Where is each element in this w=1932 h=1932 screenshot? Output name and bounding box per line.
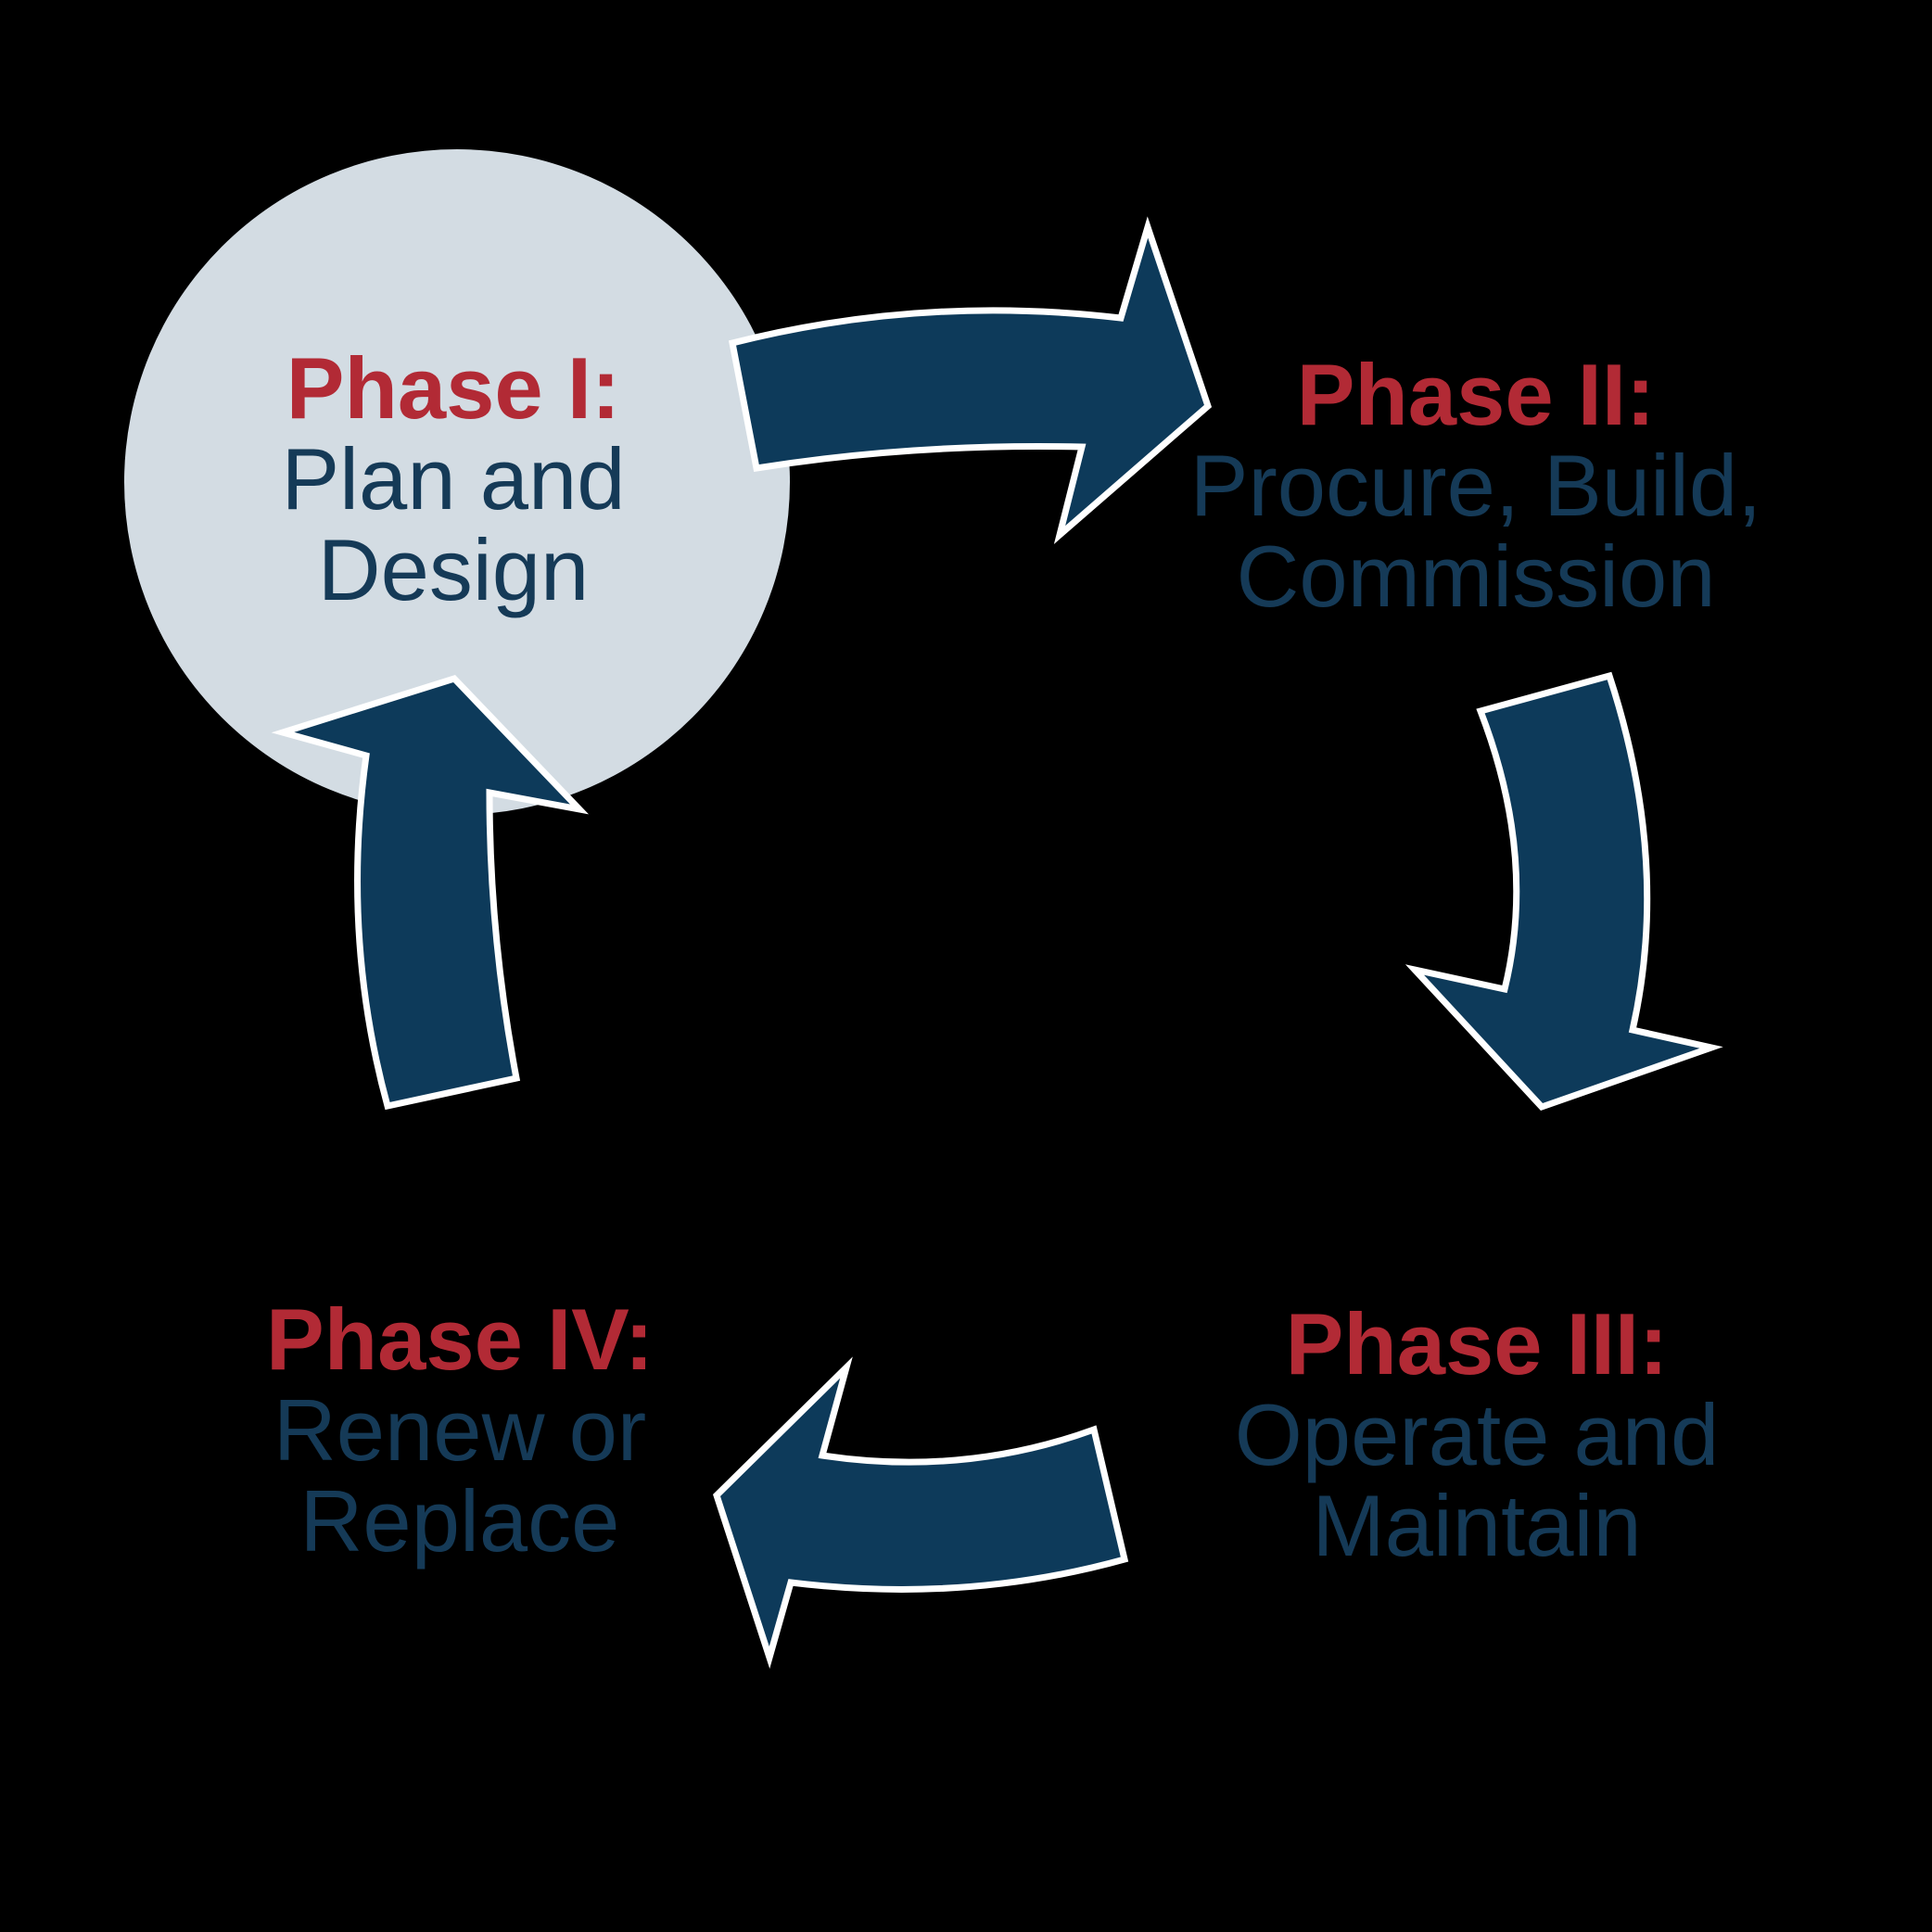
phase4-text-block: Phase IV: Renew or Replace (266, 1294, 654, 1567)
phase4-line1: Renew or (273, 1381, 647, 1479)
phase4-label: Phase IV: (266, 1290, 654, 1388)
phase3-text-block: Phase III: Operate and Maintain (1235, 1299, 1720, 1571)
phase2-line2: Commission (1236, 527, 1716, 625)
phase2-label: Phase II: (1296, 346, 1656, 443)
phase1-line1: Plan and (281, 430, 626, 527)
phase1-highlight-circle (124, 149, 790, 815)
arrow-phase1-to-phase2-icon (728, 216, 1213, 544)
phase4-line2: Replace (299, 1472, 620, 1570)
phase3-label: Phase III: (1285, 1295, 1669, 1392)
phase3-line1: Operate and (1234, 1386, 1720, 1483)
phase2-line1: Procure, Build, (1189, 437, 1762, 534)
phase3-line2: Maintain (1312, 1477, 1642, 1574)
phase2-text-block: Phase II: Procure, Build, Commission (1190, 350, 1762, 622)
arrow-phase2-to-phase3-icon (1405, 671, 1723, 1112)
arrow-phase4-to-phase1-icon (271, 675, 590, 1111)
phase1-line2: Design (317, 521, 590, 618)
phase1-text-block: Phase I: Plan and Design (281, 343, 625, 616)
arrow-phase3-to-phase4-icon (713, 1356, 1129, 1670)
phase1-label: Phase I: (286, 339, 621, 437)
